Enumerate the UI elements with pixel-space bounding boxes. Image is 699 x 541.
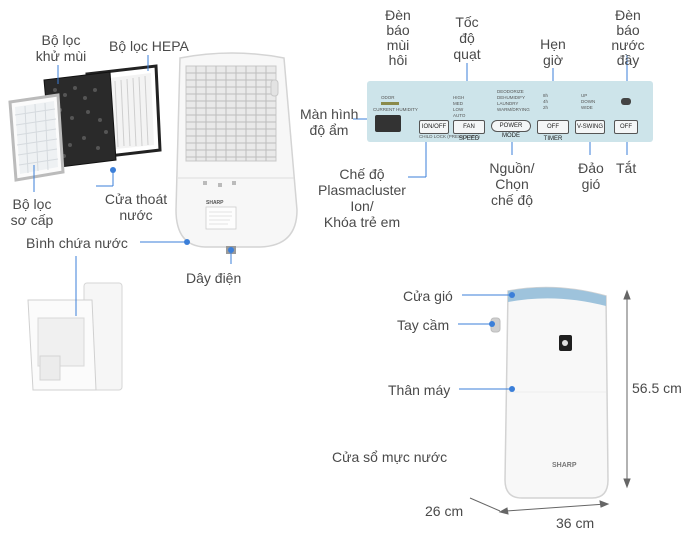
- fan-speed-button[interactable]: FAN SPEED: [453, 120, 485, 142]
- child-lock-text: CHILD LOCK (PRESS 3 SEC): [419, 134, 480, 139]
- ion-off-button[interactable]: ION/OFF: [419, 120, 449, 134]
- water-tank-image: [27, 282, 123, 391]
- timer-options: 8h 4h 2h: [543, 93, 549, 110]
- height-dimension: 56.5 cm: [632, 380, 682, 396]
- control-panel: ODOR CURRENT HUMIDITY ION/OFF CHILD LOCK…: [367, 81, 653, 142]
- handle-label: Tay cầm: [397, 317, 450, 333]
- odor-light: [381, 102, 399, 105]
- unit-back-image: [175, 52, 298, 254]
- off-label: Tắt: [616, 160, 637, 176]
- off-timer-button[interactable]: OFF TIMER: [537, 120, 569, 142]
- unit-front-image: [490, 286, 609, 499]
- dimension-lines: [469, 289, 631, 515]
- brand-logo-back: SHARP: [206, 200, 224, 206]
- depth-dimension: 26 cm: [425, 503, 464, 519]
- v-swing-button[interactable]: V-SWING: [575, 120, 605, 134]
- air-vent-label: Cửa gió: [403, 288, 453, 304]
- body-label: Thân máy: [388, 382, 451, 398]
- swing-options: UP DOWN WIDE: [581, 93, 596, 110]
- mode-options: DEODORIZE DEHUMIDIFY LAUNDRY WARM/DRYING: [497, 89, 530, 112]
- water-window-label: Cửa sổ mực nước: [332, 449, 448, 465]
- hepa-filter-label: Bộ lọc HEPA: [109, 38, 189, 54]
- power-cord-label: Dây điện: [186, 270, 242, 286]
- water-tank-label: Bình chứa nước: [26, 235, 128, 251]
- off-button[interactable]: OFF: [614, 120, 638, 134]
- fan-options: HIGH MED LOW AUTO: [453, 95, 466, 118]
- width-dimension: 36 cm: [556, 515, 595, 531]
- full-water-light: [621, 98, 631, 105]
- humidity-display: [375, 115, 401, 132]
- humidity-text: CURRENT HUMIDITY: [373, 107, 418, 112]
- pre-filter-image: [8, 93, 65, 182]
- brand-logo: SHARP: [552, 462, 577, 469]
- power-mode-button[interactable]: POWER MODE: [491, 120, 531, 139]
- odor-text: ODOR: [381, 95, 395, 100]
